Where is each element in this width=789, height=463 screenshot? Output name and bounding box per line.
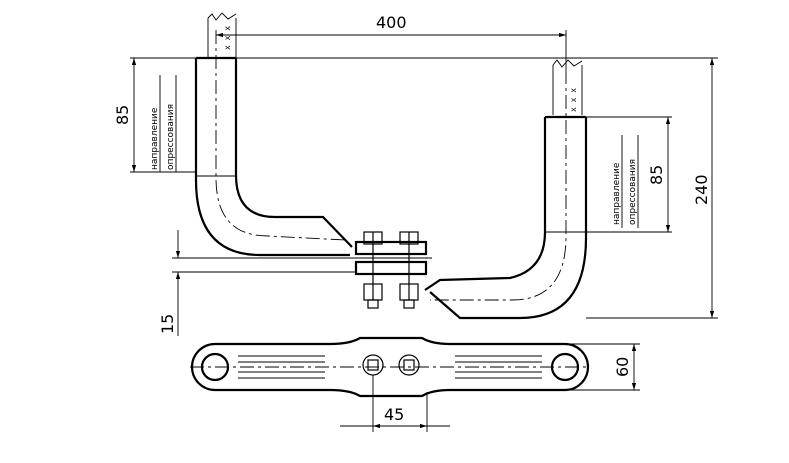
cross-hatch-right: x x x xyxy=(569,88,578,112)
dim-right-85-label: 85 xyxy=(647,165,666,185)
dim-60: 60 xyxy=(565,343,640,391)
bolt-clamp xyxy=(350,231,432,309)
press-direction-left-2: опрессования xyxy=(166,104,176,170)
dim-45-label: 45 xyxy=(384,405,404,424)
press-direction-left-1: направление xyxy=(150,107,160,170)
dim-left-85: 85 направление опрессования xyxy=(113,57,196,173)
dim-400: 400 xyxy=(216,13,567,70)
dim-400-label: 400 xyxy=(376,13,407,32)
dim-left-85-label: 85 xyxy=(113,105,132,125)
dim-240: 240 xyxy=(236,57,718,319)
dim-15-label: 15 xyxy=(158,314,177,334)
dim-45: 45 xyxy=(340,375,450,432)
press-direction-right-1: направление xyxy=(612,162,622,225)
dim-right-85: 85 направление опрессования xyxy=(586,116,672,233)
dim-240-label: 240 xyxy=(692,174,711,205)
dim-15: 15 xyxy=(158,230,356,336)
right-tube xyxy=(424,59,588,320)
left-tube xyxy=(194,12,353,257)
plate-bottom-view xyxy=(190,336,590,398)
cross-hatch-left: x x x xyxy=(223,26,232,50)
dim-60-label: 60 xyxy=(613,357,632,377)
press-direction-right-2: опрессования xyxy=(628,159,638,225)
